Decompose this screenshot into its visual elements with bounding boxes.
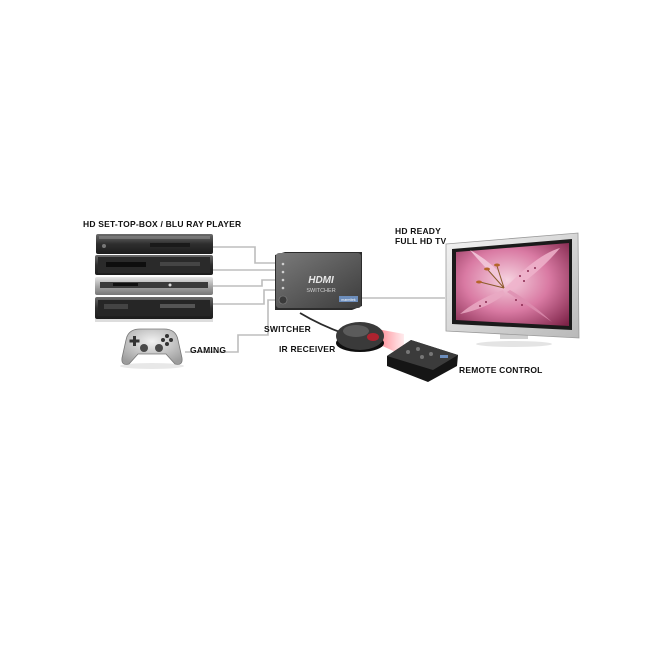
label-ir-receiver: IR RECEIVER bbox=[279, 344, 336, 354]
cable-device-3 bbox=[212, 279, 276, 287]
cable-device-4 bbox=[212, 289, 276, 305]
label-set-top-box: HD SET-TOP-BOX / BLU RAY PLAYER bbox=[83, 219, 242, 229]
label-gaming: GAMING bbox=[190, 345, 227, 355]
gamepad-icon bbox=[120, 328, 184, 369]
label-tv-line1: HD READY bbox=[395, 226, 441, 236]
hdmi-switcher: HDMI SWITCHER marmitek bbox=[275, 252, 362, 310]
remote-control bbox=[387, 340, 458, 382]
cables bbox=[185, 246, 445, 353]
device-stack bbox=[95, 234, 213, 322]
switcher-badge: marmitek bbox=[341, 298, 356, 302]
label-tv-line2: FULL HD TV bbox=[395, 236, 447, 246]
ir-receiver bbox=[336, 322, 384, 352]
cable-device-1 bbox=[212, 246, 276, 264]
switcher-logo: HDMI bbox=[308, 275, 334, 286]
label-switcher: SWITCHER bbox=[264, 324, 311, 334]
switcher-sub: SWITCHER bbox=[306, 288, 335, 294]
tv bbox=[445, 232, 580, 347]
label-remote-control: REMOTE CONTROL bbox=[459, 365, 543, 375]
cable-gaming bbox=[185, 299, 276, 353]
